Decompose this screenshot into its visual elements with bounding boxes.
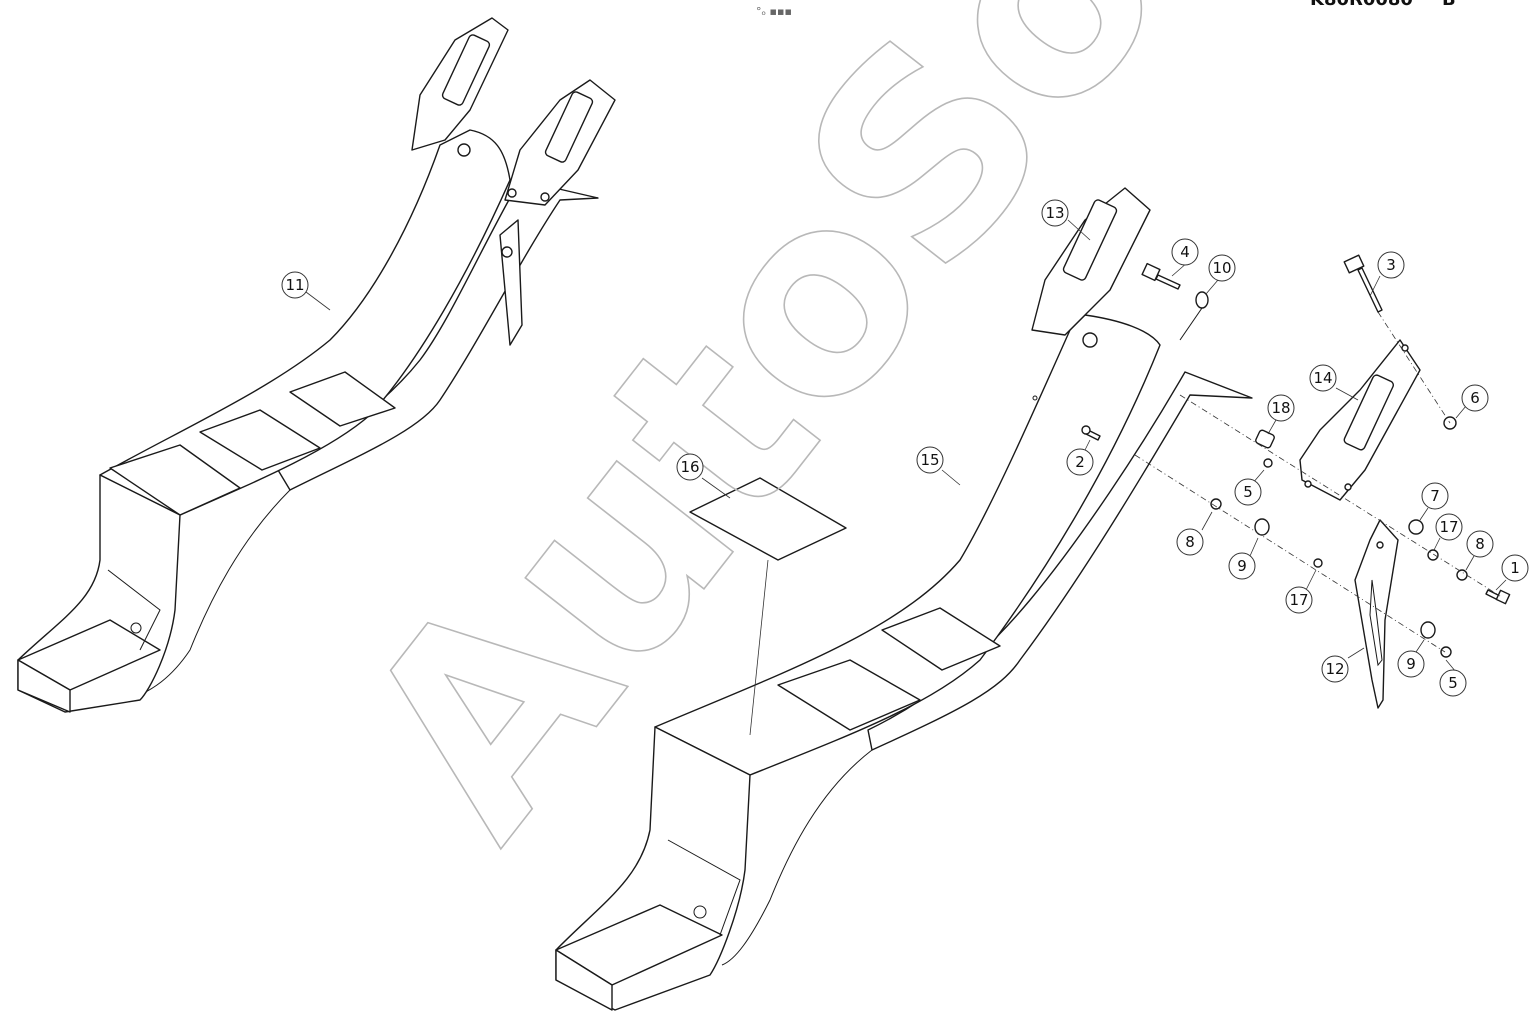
callout-12: 12 [1321, 655, 1349, 683]
callout-8b: 8 [1466, 530, 1494, 558]
svg-text:9: 9 [1406, 655, 1416, 673]
svg-text:1: 1 [1510, 559, 1520, 577]
svg-text:17: 17 [1439, 518, 1458, 536]
svg-text:13: 13 [1045, 204, 1064, 222]
assembly-lines [305, 219, 1507, 736]
callout-6: 6 [1461, 384, 1489, 412]
callout-3: 3 [1377, 251, 1405, 279]
svg-text:17: 17 [1289, 591, 1308, 609]
callout-9b: 9 [1397, 650, 1425, 678]
callout-9a: 9 [1228, 552, 1256, 580]
callout-1: 1 [1501, 554, 1529, 582]
callout-13: 13 [1041, 199, 1069, 227]
revision-letter: B [1442, 0, 1456, 10]
svg-text:6: 6 [1470, 389, 1480, 407]
top-mark: °ₒ ▪▪▪ [756, 5, 792, 18]
svg-text:5: 5 [1448, 674, 1458, 692]
callout-18: 18 [1267, 394, 1295, 422]
document-reference: K80R0080 [1310, 0, 1413, 10]
svg-text:4: 4 [1180, 243, 1190, 261]
callout-4: 4 [1171, 238, 1199, 266]
loose-parts [689, 254, 1511, 709]
svg-text:5: 5 [1243, 483, 1253, 501]
callout-5b: 5 [1439, 669, 1467, 697]
callout-15: 15 [916, 446, 944, 474]
svg-text:2: 2 [1075, 453, 1085, 471]
svg-text:14: 14 [1313, 369, 1332, 387]
callout-16: 16 [676, 453, 704, 481]
svg-text:9: 9 [1237, 557, 1247, 575]
svg-text:7: 7 [1430, 487, 1440, 505]
svg-text:12: 12 [1325, 660, 1344, 678]
svg-text:16: 16 [680, 458, 699, 476]
svg-text:8: 8 [1185, 533, 1195, 551]
callout-17b: 17 [1285, 586, 1313, 614]
callout-10: 10 [1208, 254, 1236, 282]
callout-17a: 17 [1435, 513, 1463, 541]
left-assembly [17, 17, 616, 713]
callout-8a: 8 [1176, 528, 1204, 556]
callout-2: 2 [1066, 448, 1094, 476]
svg-text:11: 11 [285, 276, 304, 294]
svg-text:15: 15 [920, 451, 939, 469]
callout-14: 14 [1309, 364, 1337, 392]
svg-text:3: 3 [1386, 256, 1396, 274]
callout-5a: 5 [1234, 478, 1262, 506]
callout-7: 7 [1421, 482, 1449, 510]
svg-text:8: 8 [1475, 535, 1485, 553]
svg-text:18: 18 [1271, 399, 1290, 417]
svg-text:10: 10 [1212, 259, 1231, 277]
callout-11: 11 [281, 271, 309, 299]
